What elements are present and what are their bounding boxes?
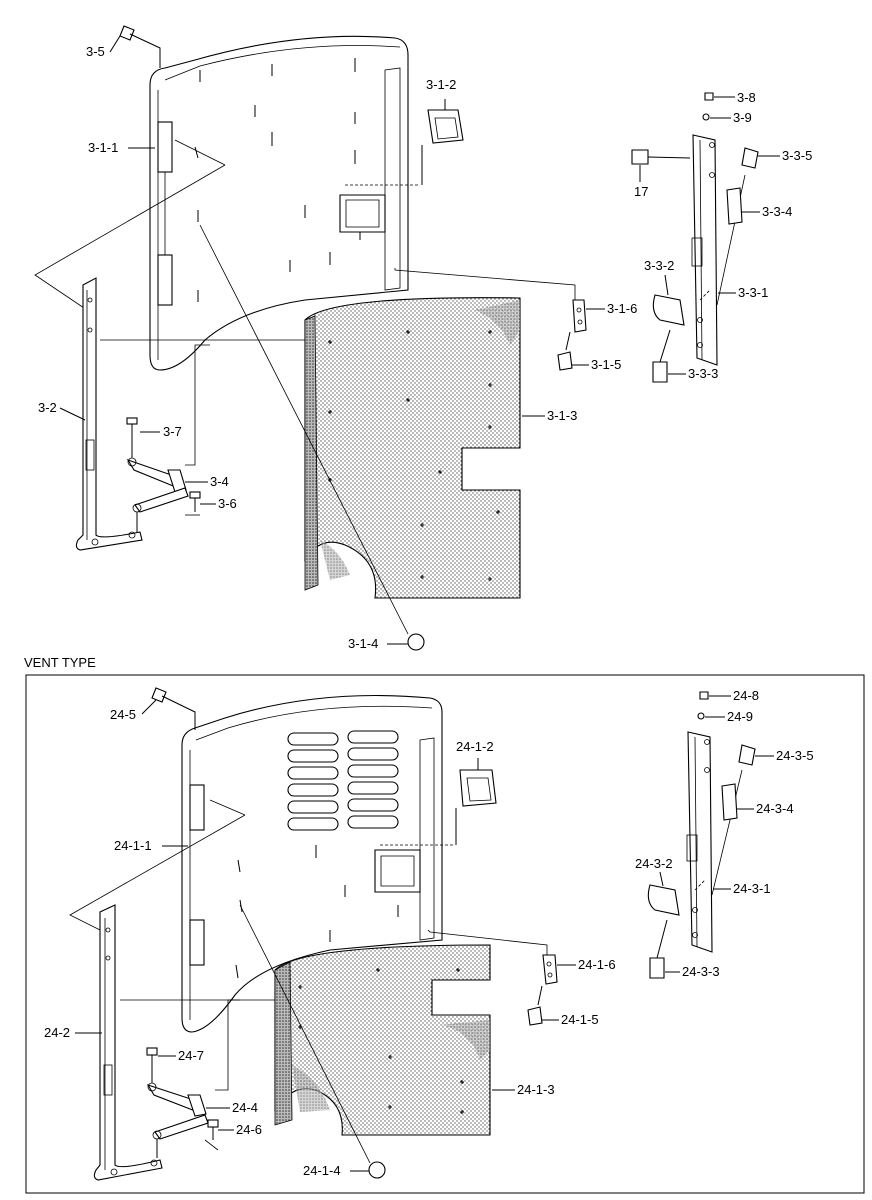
standard-door-assembly: 3-5 3-1-1 3-1-2 3-2 3-7 3-4 3-6 3-1-4 3-… <box>34 25 812 651</box>
label-3-3-1: 3-3-1 <box>738 285 768 300</box>
vent-door-assembly: 24-5 24-1-1 24-1-2 24-2 24-7 24-4 24-6 2… <box>44 687 814 1181</box>
panel-slots <box>194 58 361 302</box>
label-3-4: 3-4 <box>210 474 229 489</box>
label-3-8: 3-8 <box>737 90 756 105</box>
label-24-3-2: 24-3-2 <box>635 856 673 871</box>
label-3-3-3: 3-3-3 <box>688 366 718 381</box>
plug-24-1-4 <box>368 1161 386 1179</box>
screw-24-3-5 <box>738 744 756 766</box>
label-3-1-4: 3-1-4 <box>348 636 378 651</box>
door-handle-24-1-2 <box>455 758 497 845</box>
label-24-1-5: 24-1-5 <box>561 1012 599 1027</box>
latch-24-1-6 <box>427 929 558 1026</box>
screw-3-8 <box>704 92 714 101</box>
label-3-5: 3-5 <box>86 44 105 59</box>
label-24-2: 24-2 <box>44 1025 70 1040</box>
label-24-1-1: 24-1-1 <box>114 838 152 853</box>
label-3-1-1: 3-1-1 <box>88 140 118 155</box>
vent-louvers <box>287 730 399 831</box>
label-17: 17 <box>634 184 648 199</box>
right-bracket-24-3-1 <box>686 731 743 953</box>
bolt-17 <box>631 149 649 165</box>
label-24-7: 24-7 <box>178 1048 204 1063</box>
bracket-24-3-4 <box>721 783 738 821</box>
screw-3-5 <box>119 25 161 68</box>
door-panel-3-1-1 <box>149 35 409 371</box>
hinge-bracket-24-2 <box>93 904 163 1181</box>
section-title-vent-type: VENT TYPE <box>24 655 96 670</box>
washer-24-9 <box>697 712 705 720</box>
screw-24-6 <box>207 1119 219 1140</box>
label-24-5: 24-5 <box>110 707 136 722</box>
label-3-6: 3-6 <box>218 496 237 511</box>
label-3-3-2: 3-3-2 <box>644 258 674 273</box>
label-24-4: 24-4 <box>232 1100 258 1115</box>
hinge-bracket-3-2 <box>75 277 143 551</box>
hinge-plate-3-4 <box>126 344 210 532</box>
screw-3-3-3 <box>652 361 668 383</box>
plug-3-1-4 <box>407 633 425 651</box>
label-3-1-5: 3-1-5 <box>591 357 621 372</box>
upper-hinge-vent <box>189 784 205 831</box>
door-handle-3-1-2 <box>421 99 464 185</box>
screw-24-5 <box>151 687 196 730</box>
label-24-1-2: 24-1-2 <box>456 739 494 754</box>
hinge-plate-24-4 <box>146 999 240 1158</box>
label-3-1-3: 3-1-3 <box>547 408 577 423</box>
lower-hinge-vent <box>189 919 205 966</box>
label-3-3-4: 3-3-4 <box>762 204 792 219</box>
label-24-3-3: 24-3-3 <box>682 964 720 979</box>
label-3-1-6: 3-1-6 <box>607 301 637 316</box>
label-24-3-1: 24-3-1 <box>733 881 771 896</box>
vent-type-frame <box>25 674 865 1194</box>
label-24-1-6: 24-1-6 <box>578 957 616 972</box>
screw-24-8 <box>699 691 709 700</box>
label-3-9: 3-9 <box>733 110 752 125</box>
handle-recess-vent <box>374 849 421 893</box>
latch-3-1-6 <box>394 268 587 371</box>
door-panel-24-1-1 <box>181 694 443 1033</box>
screw-24-7 <box>146 1047 158 1063</box>
label-24-3-4: 24-3-4 <box>756 801 794 816</box>
lower-hinge <box>157 254 173 306</box>
label-24-1-3: 24-1-3 <box>517 1082 555 1097</box>
label-3-1-2: 3-1-2 <box>426 77 456 92</box>
label-24-3-5: 24-3-5 <box>776 748 814 763</box>
label-24-8: 24-8 <box>733 688 759 703</box>
screw-24-3-3 <box>649 957 665 979</box>
insulation-dots-vent <box>298 968 464 1114</box>
labels-bottom: 24-5 24-1-1 24-1-2 24-2 24-7 24-4 24-6 2… <box>44 688 814 1178</box>
label-3-7: 3-7 <box>163 424 182 439</box>
catch-3-3-2 <box>652 294 685 326</box>
labels-top: 3-5 3-1-1 3-1-2 3-2 3-7 3-4 3-6 3-1-4 3-… <box>38 35 812 651</box>
right-bracket-3-3-1 <box>691 134 746 366</box>
label-3-2: 3-2 <box>38 400 57 415</box>
label-24-6: 24-6 <box>236 1122 262 1137</box>
bracket-3-3-4 <box>726 187 743 225</box>
washer-3-9 <box>702 113 710 121</box>
label-24-1-4: 24-1-4 <box>303 1163 341 1178</box>
catch-24-3-2 <box>647 884 680 916</box>
screw-3-7 <box>126 417 138 440</box>
handle-recess <box>339 194 386 233</box>
upper-hinge <box>157 121 173 173</box>
screw-3-3-5 <box>741 147 759 169</box>
label-24-9: 24-9 <box>727 709 753 724</box>
insulation-3-1-3 <box>304 297 521 599</box>
screw-3-6 <box>189 491 201 512</box>
label-3-3-5: 3-3-5 <box>782 148 812 163</box>
